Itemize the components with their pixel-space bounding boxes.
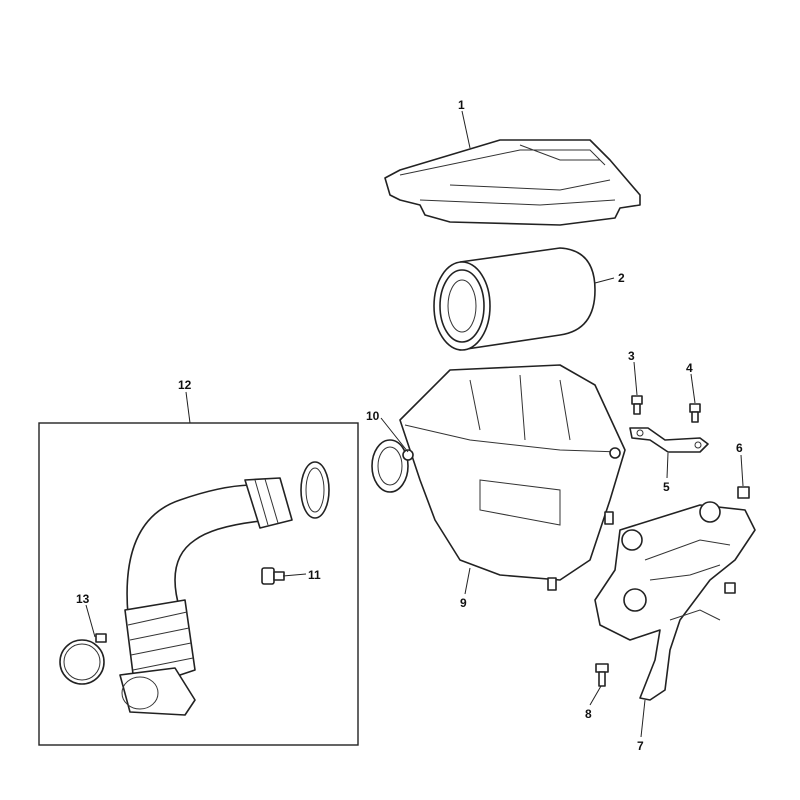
part-13-clamp bbox=[59, 633, 107, 685]
callout-5: 5 bbox=[663, 480, 670, 494]
callout-4: 4 bbox=[686, 361, 693, 375]
leader-lines bbox=[85, 110, 744, 738]
inset-frame bbox=[38, 422, 359, 746]
callout-3: 3 bbox=[628, 349, 635, 363]
callout-1: 1 bbox=[458, 98, 465, 112]
callout-13: 13 bbox=[76, 592, 90, 606]
part-8-bolt bbox=[595, 663, 609, 687]
part-4-bolt bbox=[689, 403, 701, 423]
part-2-air-filter bbox=[433, 247, 596, 351]
part-10-clamp bbox=[300, 461, 330, 519]
part-1-air-cleaner-cover bbox=[384, 139, 641, 226]
part-12-inlet-hose bbox=[119, 477, 293, 716]
part-7-mounting-bracket bbox=[594, 501, 756, 701]
callout-9: 9 bbox=[460, 596, 467, 610]
callout-6: 6 bbox=[736, 441, 743, 455]
part-6-nut bbox=[737, 486, 750, 499]
callout-12: 12 bbox=[178, 378, 192, 392]
callout-7: 7 bbox=[637, 739, 644, 753]
part-5-bracket bbox=[629, 427, 709, 453]
callout-2: 2 bbox=[618, 271, 625, 285]
part-9-air-cleaner-housing bbox=[371, 364, 626, 591]
callout-11: 11 bbox=[308, 568, 321, 582]
part-11-sensor bbox=[261, 567, 285, 585]
callout-labels: 1 2 3 4 5 6 7 8 9 10 11 12 13 bbox=[76, 98, 743, 753]
callout-8: 8 bbox=[585, 707, 592, 721]
part-3-bolt bbox=[631, 395, 643, 415]
callout-10: 10 bbox=[366, 409, 380, 423]
